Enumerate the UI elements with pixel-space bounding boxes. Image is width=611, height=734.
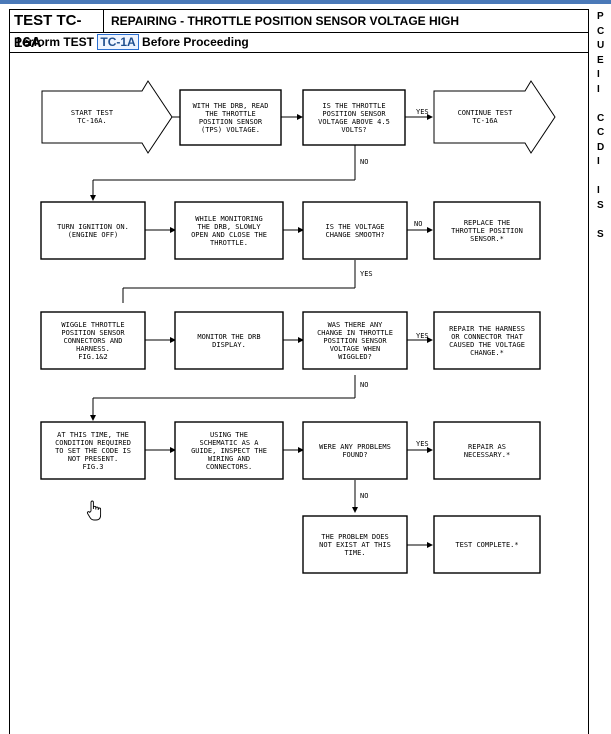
monitor-display-text: MONITOR THE DRB DISPLAY. <box>197 332 261 349</box>
yes-label: YES <box>416 108 429 116</box>
continue-arrow-shape <box>433 80 556 154</box>
box-monitor-open <box>174 201 284 260</box>
perform-suffix: Before Proceeding <box>142 35 249 49</box>
repair-necessary-text: REPAIR AS NECESSARY.* <box>463 442 511 459</box>
no-label: NO <box>360 158 369 166</box>
yes-label: YES <box>416 440 429 448</box>
test-header: TEST TC-16A REPAIRING - THROTTLE POSITIO… <box>10 10 588 51</box>
replace-text: REPLACE THE THROTTLE POSITION SENSOR.* <box>451 218 523 243</box>
test-id: TEST TC-16A <box>10 10 104 51</box>
box-not-exist <box>302 515 408 574</box>
start-test-text: START TEST TC-16A. <box>70 109 114 125</box>
box-condition <box>40 421 146 480</box>
above-45-text: IS THE THROTTLE POSITION SENSOR VOLTAGE … <box>318 101 390 134</box>
not-exist-text: THE PROBLEM DOES NOT EXIST AT THIS TIME. <box>319 532 391 557</box>
box-replace <box>433 201 541 260</box>
no-label: NO <box>414 220 423 228</box>
no-label: NO <box>360 492 369 500</box>
box-problems <box>302 421 408 480</box>
document-page: TEST TC-16A REPAIRING - THROTTLE POSITIO… <box>9 9 589 734</box>
yes-label: YES <box>360 270 373 278</box>
smooth-text: IS THE VOLTAGE CHANGE SMOOTH? <box>325 222 385 239</box>
box-ignition <box>40 201 146 260</box>
adjacent-page-strip: P C U E I I C C D I I S S <box>597 11 605 240</box>
problems-text: WERE ANY PROBLEMS FOUND? <box>319 442 391 459</box>
no-label: NO <box>360 381 369 389</box>
box-read-tps <box>179 89 282 146</box>
test-tc1a-link[interactable]: TC-1A <box>97 34 139 50</box>
window-top-bar <box>0 0 611 4</box>
complete-text: TEST COMPLETE.* <box>455 540 519 549</box>
repair-harness-text: REPAIR THE HARNESS OR CONNECTOR THAT CAU… <box>449 324 525 357</box>
box-complete <box>433 515 541 574</box>
schematic-text: USING THE SCHEMATIC AS A GUIDE, INSPECT … <box>191 430 267 471</box>
box-smooth <box>302 201 408 260</box>
continue-test-text: CONTINUE TEST TC-16A <box>457 109 513 125</box>
box-change-wiggled <box>302 311 408 370</box>
start-arrow-shape <box>41 80 173 154</box>
monitor-open-text: WHILE MONITORING THE DRB, SLOWLY OPEN AN… <box>191 214 267 247</box>
box-monitor-display <box>174 311 284 370</box>
box-schematic <box>174 421 284 480</box>
box-wiggle <box>40 311 146 370</box>
box-above-45 <box>302 89 406 146</box>
box-repair-necessary <box>433 421 541 480</box>
yes-label: YES <box>416 332 429 340</box>
wiggle-text: WIGGLE THROTTLE POSITION SENSOR CONNECTO… <box>61 320 125 361</box>
change-wiggled-text: WAS THERE ANY CHANGE IN THROTTLE POSITIO… <box>317 320 393 361</box>
hand-cursor-icon <box>86 500 102 521</box>
prerequisite-line: Perform TEST TC-1A Before Proceeding <box>10 33 588 53</box>
read-tps-text: WITH THE DRB, READ THE THROTTLE POSITION… <box>192 101 269 134</box>
condition-text: AT THIS TIME, THE CONDITION REQUIRED TO … <box>55 430 131 471</box>
test-title: REPAIRING - THROTTLE POSITION SENSOR VOL… <box>111 14 460 28</box>
ignition-text: TURN IGNITION ON. (ENGINE OFF) <box>57 222 129 239</box>
box-repair-harness <box>433 311 541 370</box>
perform-prefix: Perform TEST <box>14 35 95 49</box>
